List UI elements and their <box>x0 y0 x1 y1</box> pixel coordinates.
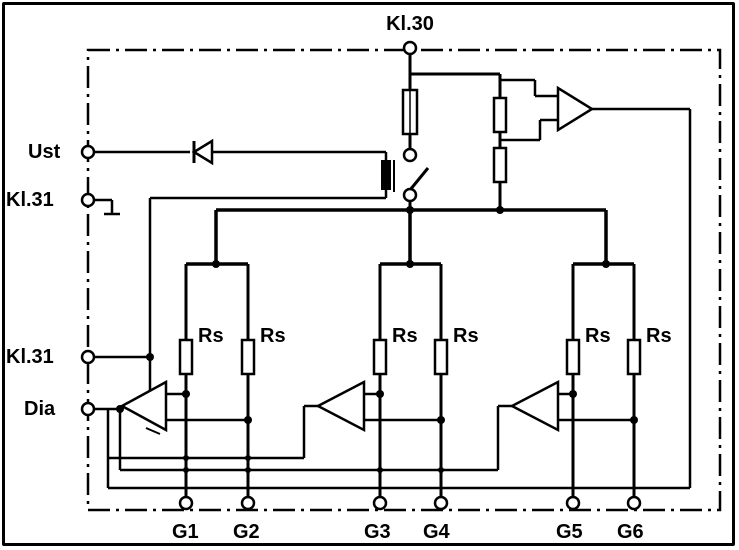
g4-terminal[interactable] <box>433 495 449 511</box>
g5-label: G5 <box>556 521 583 543</box>
ust-label: Ust <box>28 141 61 163</box>
rs-resistor-g3 <box>372 338 388 376</box>
rs-label-g2: Rs <box>260 325 286 347</box>
rs-label-g5: Rs <box>585 325 611 347</box>
kl30-terminal[interactable] <box>402 40 418 56</box>
g2-label: G2 <box>233 521 260 543</box>
kl31-top-terminal[interactable] <box>80 192 96 208</box>
diode <box>191 138 214 166</box>
sense-resistor-top <box>492 96 508 134</box>
rs-label-g3: Rs <box>392 325 418 347</box>
kl31-top-label: Kl.31 <box>6 189 54 211</box>
dia-label: Dia <box>24 398 56 420</box>
comparator-ch3 <box>509 379 560 433</box>
relay-contact-bottom <box>402 187 418 203</box>
sense-resistor-bottom <box>492 146 508 184</box>
kl30-label: Kl.30 <box>386 13 434 35</box>
relay-contact-top <box>402 147 418 163</box>
g2-terminal[interactable] <box>240 495 256 511</box>
g1-label: G1 <box>172 521 199 543</box>
comparator-ch1 <box>119 379 168 433</box>
dia-terminal[interactable] <box>80 401 96 417</box>
kl31-mid-terminal[interactable] <box>80 349 96 365</box>
relay-coil <box>381 160 391 190</box>
comparator-ch2 <box>315 379 366 433</box>
rs-label-g6: Rs <box>646 325 672 347</box>
rs-resistor-g1 <box>178 338 194 376</box>
g3-label: G3 <box>364 521 391 543</box>
g4-label: G4 <box>423 521 451 543</box>
ust-terminal[interactable] <box>80 144 96 160</box>
rs-resistor-g2 <box>240 338 256 376</box>
g5-terminal[interactable] <box>565 495 581 511</box>
rs-resistor-g6 <box>626 338 642 376</box>
comparator-top <box>556 85 595 133</box>
g3-terminal[interactable] <box>372 495 388 511</box>
rs-resistor-g4 <box>433 338 449 376</box>
rs-label-g1: Rs <box>198 325 224 347</box>
rs-resistor-g5 <box>565 338 581 376</box>
g1-terminal[interactable] <box>178 495 194 511</box>
kl31-mid-label: Kl.31 <box>6 346 54 368</box>
g6-terminal[interactable] <box>626 495 642 511</box>
rs-label-g4: Rs <box>453 325 479 347</box>
g6-label: G6 <box>617 521 644 543</box>
relay-switch-blade <box>408 167 430 191</box>
